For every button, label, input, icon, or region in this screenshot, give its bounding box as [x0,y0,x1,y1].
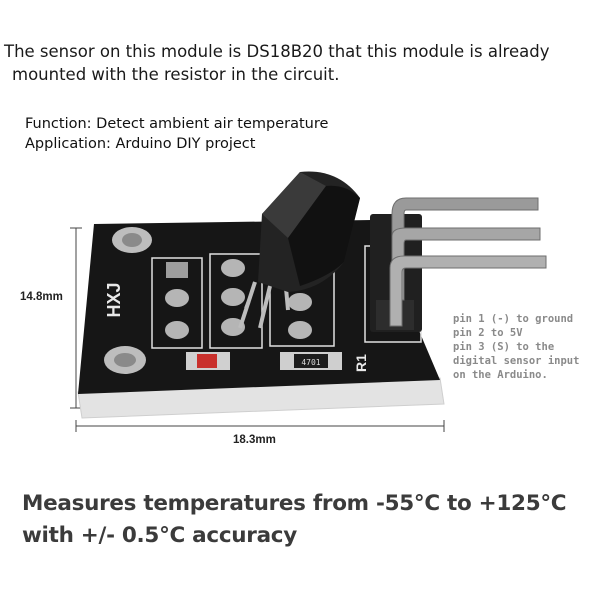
pin-line: pin 1 (-) to ground [453,313,574,325]
brand-label: HXJ [104,282,124,317]
function-line: Function: Detect ambient air temperature [25,116,329,132]
intro-line-2: mounted with the resistor in the circuit… [12,65,340,84]
smd-resistor: 4701 [280,352,342,370]
headline-line-2: with +/- 0.5°C accuracy [22,523,297,548]
pin-line: pin 3 (S) to the [453,341,555,353]
application-line: Application: Arduino DIY project [25,136,256,152]
headline: Measures temperatures from -55°C to +125… [22,488,567,552]
width-dimension-label: 18.3mm [233,434,276,446]
headline-line-1: Measures temperatures from -55°C to +125… [22,491,567,516]
solder-pads [165,259,312,339]
pin-line: pin 2 to 5V [453,327,523,339]
pin-description: pin 1 (-) to ground pin 2 to 5V pin 3 (S… [453,312,579,382]
pin-header [370,197,547,332]
pin-line: digital sensor input [453,355,580,367]
ds18b20-sensor [238,171,360,329]
width-dimension-line [75,420,445,432]
mounting-hole-top [112,227,152,253]
resistor-code: 4701 [301,358,320,367]
intro-text: The sensor on this module is DS18B20 tha… [4,40,596,86]
smd-led [186,352,230,370]
intro-line-1: The sensor on this module is DS18B20 tha… [4,42,550,61]
mounting-hole-bottom [104,346,146,374]
resistor-ref-label: R1 [353,354,369,372]
spec-block: Function: Detect ambient air temperature… [25,114,328,154]
pin-line: on the Arduino. [453,369,548,381]
height-dimension-label: 14.8mm [20,291,63,303]
